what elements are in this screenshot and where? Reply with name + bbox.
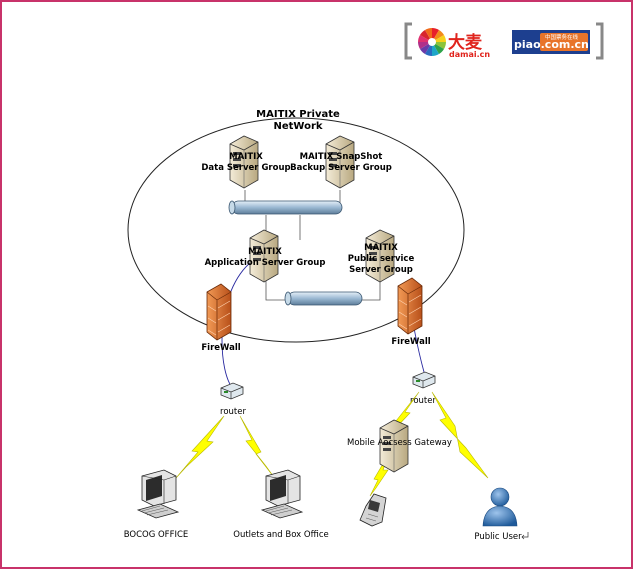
backup-server-group: MAITIX SnapShot Backup Server Group — [290, 135, 392, 189]
router-left-label: router — [220, 407, 246, 417]
client-mobile-phone — [359, 493, 387, 527]
damai-url-text: damai.cn — [449, 50, 490, 59]
lightning-bolt-icon — [431, 391, 489, 479]
router-right-label: router — [410, 396, 436, 406]
backbone-bus-lower — [284, 291, 363, 306]
bocog-computer-icon — [137, 469, 179, 519]
firewall-left-icon — [206, 283, 232, 341]
client-bocog-office: BOCOG OFFICE — [124, 469, 189, 540]
public-server-label-line2: Public service — [348, 254, 415, 264]
lightning-bolt-icon — [239, 415, 277, 481]
data-server-icon — [229, 135, 259, 189]
firewall-left: FireWall — [201, 283, 241, 353]
backbone-bus-upper — [228, 200, 343, 215]
public-service-server-group: MAITIX Public service Server Group — [348, 229, 415, 283]
gateway-label: Mobile Aocsess Gateway — [347, 438, 452, 448]
piao-text: piao.com.cn — [514, 38, 589, 51]
bracket-right-icon — [596, 22, 604, 60]
mobile-access-gateway: Mobile Aocsess Gateway — [347, 419, 452, 473]
public-user-label: Public User — [474, 532, 522, 542]
data-server-label-line2: Data Server Group — [201, 163, 290, 173]
application-server-label-line2: Application Server Group — [205, 258, 326, 268]
lightning-bolt-icon — [175, 415, 225, 479]
router-left: router — [220, 382, 246, 417]
router-right-icon — [412, 371, 436, 389]
network-title-line2: NetWork — [273, 121, 322, 132]
firewall-right: FireWall — [391, 277, 431, 347]
piao-tagline: 中国票务在线 — [545, 33, 579, 41]
bocog-label: BOCOG OFFICE — [124, 530, 189, 540]
public-server-label-line1: MAITIX — [364, 243, 398, 253]
backup-server-label-line2: Backup Server Group — [290, 163, 392, 173]
backup-server-label-line1: MAITIX SnapShot — [300, 152, 383, 162]
damai-cn-text: 大麦 — [448, 32, 483, 53]
firewall-left-label: FireWall — [201, 343, 240, 353]
client-public-user: Public User — [474, 487, 529, 542]
outlets-computer-icon — [261, 469, 303, 519]
network-title-line1: MAITIX Private — [256, 109, 340, 120]
router-left-icon — [220, 382, 244, 400]
public-server-label-line3: Server Group — [349, 265, 413, 275]
data-server-label-line1: MAITIX — [229, 152, 263, 162]
outlets-label: Outlets and Box Office — [233, 530, 328, 540]
application-server-label-line1: MAITIX — [248, 247, 282, 257]
piao-logo-icon: 中国票务在线 piao.com.cn — [512, 30, 590, 54]
data-server-group: MAITIX Data Server Group — [201, 135, 291, 189]
bracket-left-icon — [404, 22, 412, 60]
router-right: router — [410, 371, 436, 406]
firewall-right-label: FireWall — [391, 337, 430, 347]
user-person-icon — [482, 487, 518, 527]
return-mark-icon — [521, 532, 529, 540]
client-outlets-box-office: Outlets and Box Office — [233, 469, 329, 540]
backup-server-icon — [325, 135, 355, 189]
firewall-right-icon — [397, 277, 423, 335]
branding-block: 大麦 damai.cn 中国票务在线 piao.com.cn — [404, 22, 604, 60]
private-network-boundary — [127, 117, 465, 343]
mobile-phone-icon — [359, 493, 387, 527]
application-server-group: MAITIX Application Server Group — [205, 229, 326, 283]
wireless-links — [175, 391, 489, 497]
damai-logo-icon — [418, 28, 446, 56]
